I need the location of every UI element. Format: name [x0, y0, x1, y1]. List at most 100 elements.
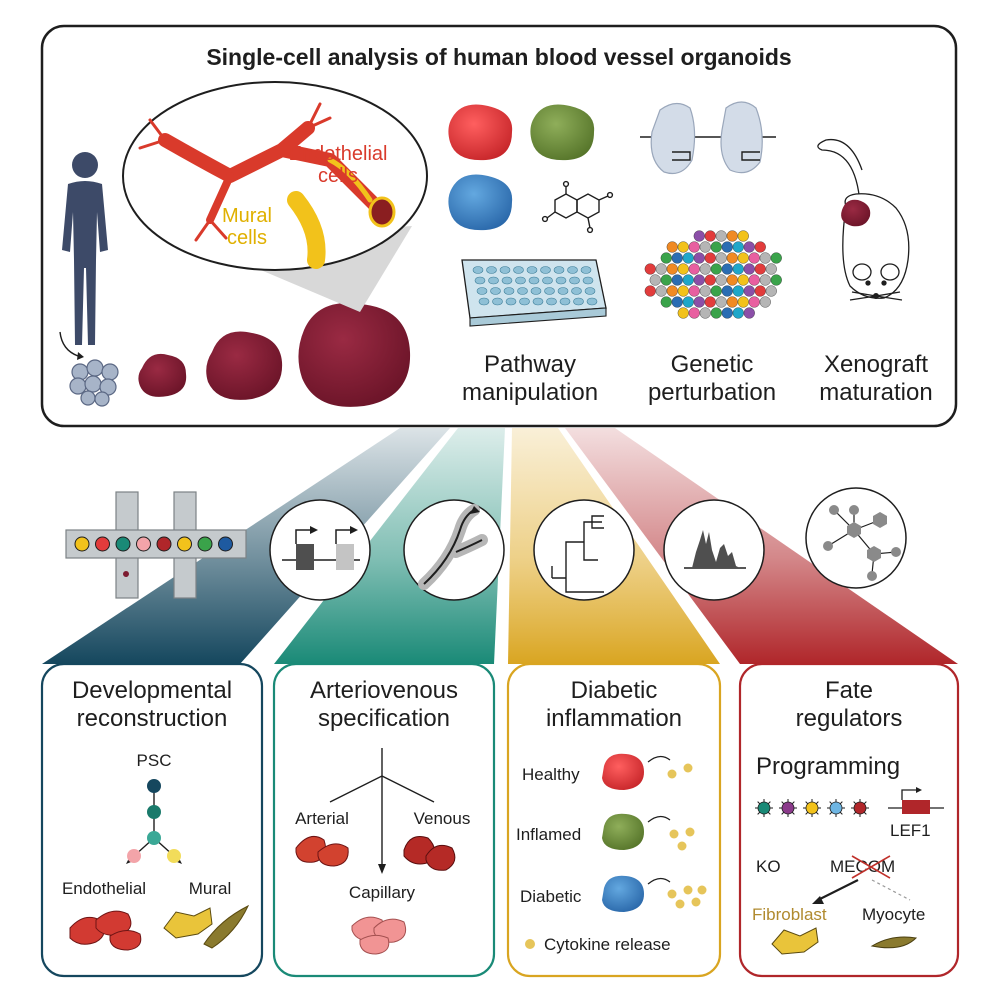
- spiked-cell: [829, 801, 843, 815]
- label-endothelial-cells-1: Endothelial: [289, 143, 388, 165]
- pool-cell: [721, 263, 733, 275]
- method-label-genetic-2: perturbation: [648, 379, 776, 406]
- spike: [829, 811, 833, 815]
- pool-cell: [699, 285, 711, 297]
- well: [503, 287, 515, 295]
- pool-cell: [732, 263, 744, 275]
- pool-cell: [715, 252, 727, 264]
- pool-cell: [693, 296, 705, 308]
- pool-cell: [666, 285, 678, 297]
- cytokine-dots: [667, 763, 707, 909]
- well: [553, 266, 565, 274]
- well-plate-icon: [461, 259, 607, 327]
- pool-cell: [726, 274, 738, 286]
- spike: [815, 801, 819, 805]
- pool-cell: [737, 252, 749, 264]
- well: [501, 276, 513, 285]
- pool-cell: [715, 296, 727, 308]
- curved-arrow-head: [77, 352, 84, 360]
- spike: [815, 811, 819, 815]
- diab-label-healthy: Healthy: [522, 765, 580, 784]
- cytokine-arrows: [647, 755, 671, 885]
- pool-cell: [699, 307, 711, 319]
- fate-label-ko: KO: [756, 857, 781, 876]
- diab-label-inflamed: Inflamed: [516, 825, 581, 844]
- spike: [829, 801, 833, 805]
- droplet: [115, 536, 131, 552]
- av-branch-arrows: [329, 748, 435, 866]
- psc-cluster: [69, 359, 119, 407]
- myocyte-cell: [870, 936, 918, 949]
- label-mural-cells-1: Mural: [222, 205, 272, 227]
- xenograft-organoid: [841, 199, 871, 227]
- pool-cell: [660, 296, 672, 308]
- pool-cell: [754, 241, 766, 253]
- pool-cell: [737, 296, 749, 308]
- endothelial-cells-illustration: [69, 910, 142, 951]
- trajectory-icon: [403, 499, 505, 601]
- spike: [839, 801, 843, 805]
- fate-label-lef1: LEF1: [890, 821, 931, 840]
- av-label-venous: Venous: [414, 809, 471, 828]
- spike: [863, 801, 867, 805]
- well: [513, 266, 524, 274]
- well: [555, 276, 567, 285]
- well: [490, 287, 501, 295]
- droplet: [74, 536, 90, 552]
- method-label-genetic-1: Genetic: [671, 351, 754, 378]
- pool-cell: [737, 230, 749, 242]
- label-mural-cells-2: cells: [227, 227, 267, 249]
- well: [472, 266, 484, 274]
- well: [584, 287, 596, 295]
- panel-title-developmental-1: Developmental: [72, 677, 232, 704]
- fate-label-myocyte: Myocyte: [862, 905, 925, 924]
- mural-cells-illustration: [163, 904, 250, 949]
- pool-cell: [770, 274, 782, 286]
- well: [573, 297, 584, 306]
- beam-teal: [274, 428, 505, 664]
- pool-cell: [699, 241, 711, 253]
- method-label-pathway-2: manipulation: [462, 379, 598, 406]
- pool-cell: [726, 252, 738, 264]
- spike: [791, 801, 795, 805]
- organoid-green: [530, 104, 595, 161]
- organoid-red: [448, 104, 513, 161]
- dev-label-psc: PSC: [137, 751, 172, 770]
- spike: [757, 811, 761, 815]
- pool-cell: [726, 230, 738, 242]
- pool-cell: [682, 274, 694, 286]
- pool-cell: [743, 307, 755, 319]
- dev-label-endothelial: Endothelial: [62, 879, 146, 898]
- pool-cell: [748, 296, 760, 308]
- pool-cell: [715, 230, 727, 242]
- pool-cell: [671, 274, 683, 286]
- well: [540, 266, 551, 274]
- pool-cell: [688, 263, 700, 275]
- pool-cell: [688, 241, 700, 253]
- pool-cell: [721, 285, 733, 297]
- venous-cells: [403, 836, 456, 871]
- perturbed-cell-pool: [644, 230, 782, 319]
- pool-cell: [688, 285, 700, 297]
- pool-cell: [644, 263, 656, 275]
- panel-title-developmental-2: reconstruction: [77, 705, 228, 732]
- droplet: [197, 536, 213, 552]
- spike: [853, 811, 857, 815]
- capillary-cells: [351, 916, 407, 955]
- method-label-pathway-1: Pathway: [484, 351, 576, 378]
- spiked-cell: [781, 801, 795, 815]
- pool-cell: [660, 252, 672, 264]
- pool-cell: [649, 274, 661, 286]
- pool-cell: [666, 263, 678, 275]
- fibroblast-cell: [771, 927, 819, 955]
- spiked-cell: [805, 801, 819, 815]
- pool-cell: [671, 296, 683, 308]
- spike: [757, 801, 761, 805]
- programming-spiked-cells: [755, 799, 869, 817]
- pool-cell: [655, 263, 667, 275]
- arrow-to-fibroblast: [817, 879, 859, 901]
- fate-label-mecom: MECOM: [830, 857, 895, 876]
- pool-cell: [699, 263, 711, 275]
- pool-cell: [677, 263, 689, 275]
- pool-cell: [710, 241, 722, 253]
